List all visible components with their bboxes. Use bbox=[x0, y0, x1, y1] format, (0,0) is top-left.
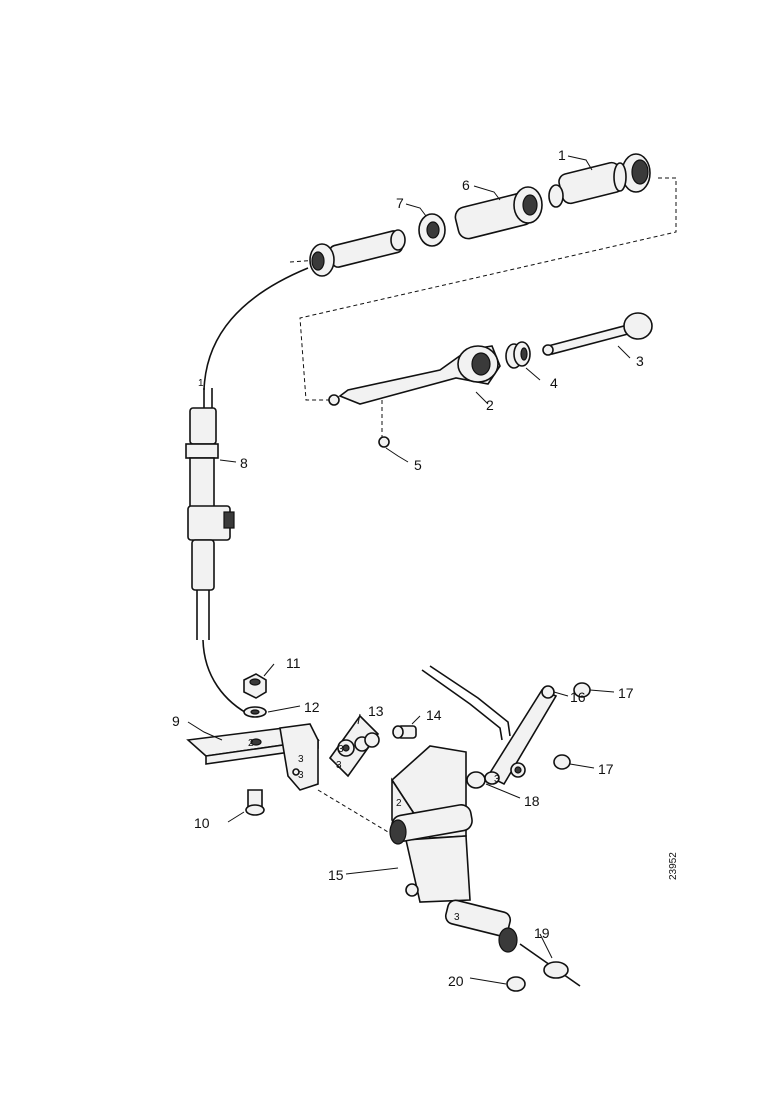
callout-19: 19 bbox=[534, 925, 550, 941]
lock-plate-part-13 bbox=[328, 714, 380, 778]
mark-plate-2: 2 bbox=[248, 738, 254, 749]
pivot-bracket-part-15 bbox=[389, 745, 473, 903]
callout-14: 14 bbox=[426, 707, 442, 723]
sleeve-part-6 bbox=[454, 184, 564, 240]
washer-part-12 bbox=[243, 706, 267, 718]
callout-2: 2 bbox=[486, 397, 494, 413]
pin-part-20 bbox=[506, 976, 526, 992]
lever-arm-part-2 bbox=[328, 345, 501, 406]
mark-bracket-3a: 3 bbox=[298, 754, 304, 765]
control-head-part-1 bbox=[558, 153, 651, 205]
control-cable bbox=[203, 267, 309, 410]
mark-cable-1: 1 bbox=[198, 378, 204, 389]
callout-1: 1 bbox=[558, 147, 566, 163]
knob-rod-part-3 bbox=[542, 312, 653, 356]
stud-part-17-lower bbox=[553, 754, 571, 770]
callout-5: 5 bbox=[414, 457, 422, 473]
bracket-plate-part-9 bbox=[186, 723, 320, 791]
callout-17-upper: 17 bbox=[618, 685, 634, 701]
cable-end-fitting bbox=[309, 229, 406, 277]
callout-4: 4 bbox=[550, 375, 558, 391]
callout-11: 11 bbox=[286, 655, 301, 671]
mark-linkage-3: 3 bbox=[494, 774, 500, 785]
callout-7: 7 bbox=[396, 195, 404, 211]
callout-12: 12 bbox=[304, 699, 320, 715]
pin-part-19 bbox=[543, 961, 569, 979]
screw-part-10 bbox=[245, 789, 265, 816]
washers-part-4 bbox=[505, 341, 531, 369]
callout-8: 8 bbox=[240, 455, 248, 471]
spacer-part-18 bbox=[466, 771, 500, 789]
callout-3: 3 bbox=[636, 353, 644, 369]
callout-6: 6 bbox=[462, 177, 470, 193]
callout-18: 18 bbox=[524, 793, 540, 809]
mark-pivot-2: 2 bbox=[396, 798, 402, 809]
cable-adjuster-part-8 bbox=[185, 407, 253, 717]
mark-lockplate-3b: 3 bbox=[336, 760, 342, 771]
leader-lines bbox=[187, 155, 631, 985]
mark-clevis-3: 3 bbox=[454, 912, 460, 923]
callout-17-lower: 17 bbox=[598, 761, 614, 777]
callout-16: 16 bbox=[570, 689, 586, 705]
mark-lockplate-3a: 3 bbox=[338, 744, 344, 755]
clevis-pushrod bbox=[444, 899, 581, 987]
callout-15: 15 bbox=[328, 867, 344, 883]
callout-9: 9 bbox=[172, 713, 180, 729]
callout-10: 10 bbox=[194, 815, 210, 831]
bolt-part-14 bbox=[392, 725, 417, 739]
callout-labels: 1 2 3 4 5 6 7 8 9 10 11 12 13 14 15 16 1… bbox=[172, 147, 644, 989]
callout-20: 20 bbox=[448, 973, 464, 989]
nut-part-11 bbox=[243, 673, 267, 699]
linkage-lever-part-16 bbox=[421, 665, 558, 786]
nipple-part-5 bbox=[378, 436, 390, 448]
nut-part-7 bbox=[418, 213, 446, 247]
assembly-marks: 1 2 3 3 3 3 3 2 3 bbox=[198, 378, 500, 923]
callout-13: 13 bbox=[368, 703, 384, 719]
mark-bracket-3b: 3 bbox=[298, 770, 304, 781]
figure-code: 23952 bbox=[668, 852, 679, 880]
